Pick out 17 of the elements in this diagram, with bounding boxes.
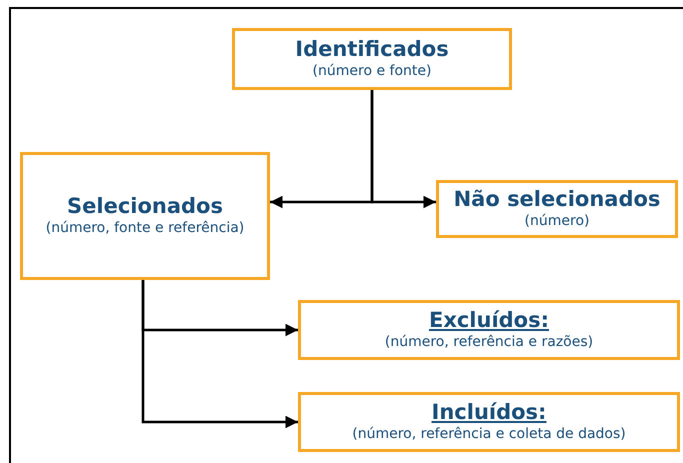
- box-subtitle: (número e fonte): [312, 62, 432, 80]
- box-title: Selecionados: [67, 194, 223, 218]
- process-box: [298, 392, 680, 452]
- process-box: [436, 180, 678, 238]
- box-title: Identificados: [295, 36, 449, 60]
- box-title: Incluídos:: [432, 400, 546, 424]
- process-box: [232, 28, 512, 90]
- box-subtitle: (número, referência e razões): [384, 332, 594, 352]
- box-subtitle: (número, fonte e referência): [46, 218, 244, 238]
- arrow: [142, 280, 298, 428]
- box-title: Não selecionados: [454, 186, 660, 210]
- arrow: [370, 90, 436, 208]
- process-box: [298, 300, 680, 360]
- box-title: Excluídos:: [428, 308, 550, 332]
- box-subtitle: (número, referência e coleta de dados): [352, 424, 626, 444]
- process-box: [20, 152, 270, 280]
- box-subtitle: (número): [524, 212, 590, 230]
